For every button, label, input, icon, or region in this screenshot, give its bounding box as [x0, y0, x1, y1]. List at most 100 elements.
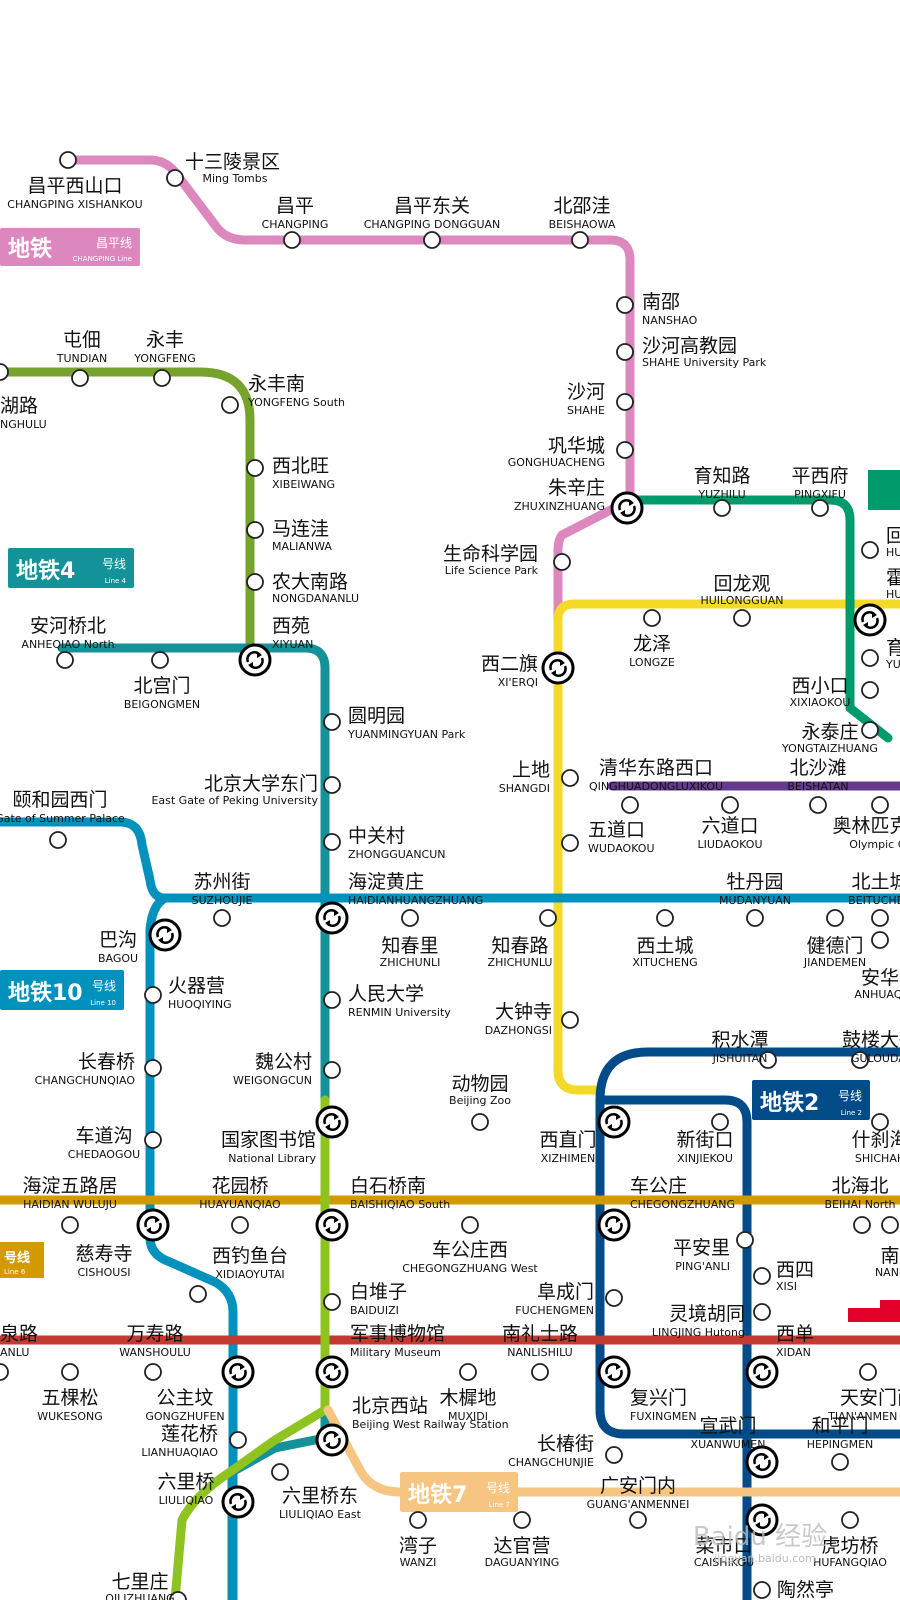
station-taoranting[interactable]: 陶然亭 [753, 1579, 834, 1600]
station-yuxin[interactable]: 育YU [861, 637, 900, 671]
station-beituchen[interactable]: 北土城BEITUCHEN [848, 871, 900, 927]
station-shichahai[interactable]: 什刹海SHICHAH [851, 1113, 900, 1165]
station-huoying[interactable]: 霍HU [853, 567, 900, 637]
station-olympic[interactable]: 奥林匹克公Olympic Gr [832, 796, 900, 851]
station-guloudajie[interactable]: 鼓楼大街GULOUDAJ [842, 1029, 900, 1069]
station-nanluoguxiang[interactable]: 南NANL [875, 1216, 900, 1279]
station-huilongguan-dongdajie[interactable]: 回HU [861, 525, 900, 559]
station-anhuaqiao[interactable]: 安华ANHUAQI [854, 931, 900, 1001]
station-tiananmen-west[interactable]: 天安门西TIAN'ANMEN West [827, 1363, 900, 1423]
